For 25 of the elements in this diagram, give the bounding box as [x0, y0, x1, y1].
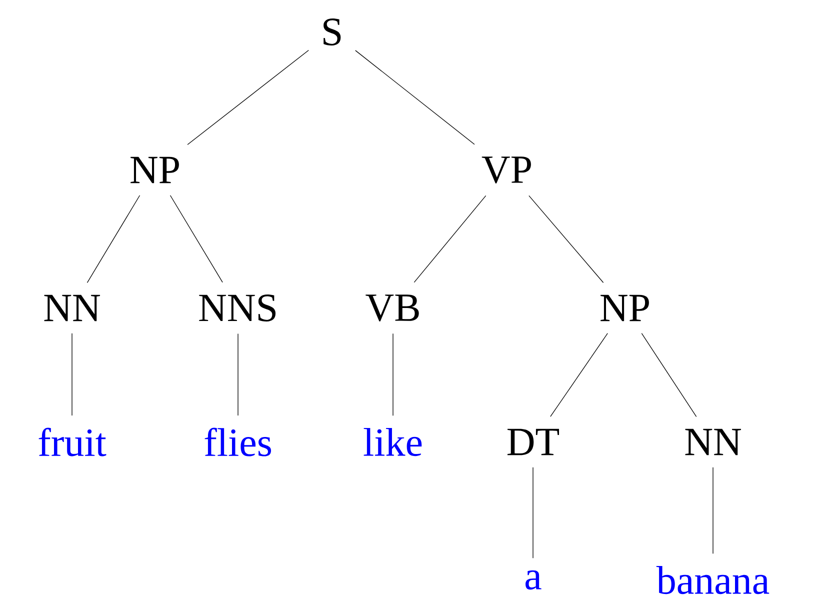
- tree-label: VB: [366, 294, 419, 322]
- word-label: flies: [204, 428, 271, 456]
- tree-branch: [532, 467, 534, 558]
- tree-branch: [414, 195, 486, 283]
- tree-label: NP: [600, 294, 649, 322]
- word-label: a: [526, 570, 542, 590]
- tree-label: S: [324, 18, 341, 46]
- tree-label: DT: [508, 428, 559, 456]
- tree-branch: [641, 333, 697, 417]
- tree-branch: [187, 50, 309, 145]
- tree-branch: [355, 50, 475, 145]
- tree-label: NNS: [199, 294, 276, 322]
- word-label: like: [364, 428, 422, 456]
- tree-label: VP: [482, 156, 531, 184]
- tree-branch: [392, 333, 394, 416]
- tree-branch: [528, 195, 604, 283]
- word-label: banana: [656, 566, 770, 594]
- tree-branch: [712, 467, 714, 554]
- tree-branch: [550, 333, 608, 417]
- tree-branch: [170, 195, 223, 283]
- tree-label: NN: [685, 428, 741, 456]
- tree-label: NP: [130, 156, 179, 184]
- word-label: fruit: [38, 428, 106, 456]
- tree-branch: [86, 195, 140, 283]
- tree-label: NN: [44, 294, 100, 322]
